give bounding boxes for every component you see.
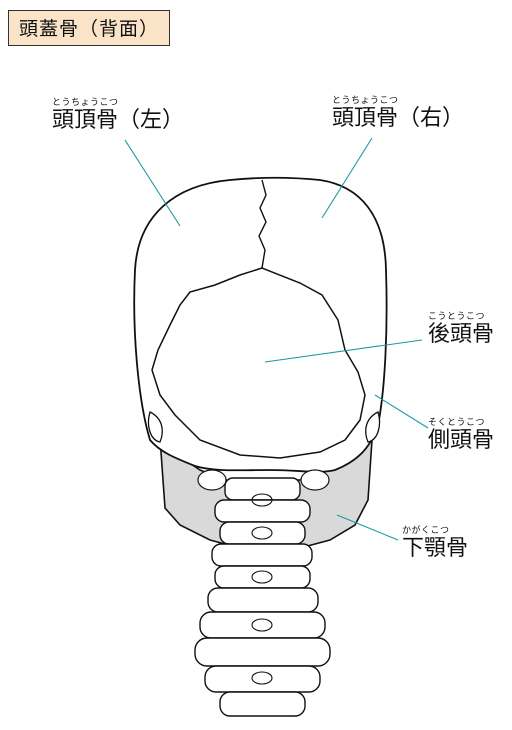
reading-temporal: そくとうこつ <box>428 418 486 428</box>
sagittal-suture <box>258 179 267 269</box>
name-parietal-right: 頭頂骨（右） <box>332 106 465 131</box>
temporal-left <box>147 411 163 443</box>
reading-parietal-right: とうちょうこつ <box>332 96 399 106</box>
occipital-bone <box>151 267 366 459</box>
label-parietal-left: とうちょうこつ 頭頂骨（左） <box>52 98 184 134</box>
name-mandible: 下顎骨 <box>402 536 469 561</box>
spinous-processes <box>251 493 273 685</box>
page-title: 頭蓋骨（背面） <box>8 10 171 46</box>
reading-parietal-left: とうちょうこつ <box>52 98 119 108</box>
reading-mandible: かがくこつ <box>402 526 450 536</box>
atlas-joints <box>197 469 330 491</box>
label-parietal-right: とうちょうこつ 頭頂骨（右） <box>332 96 464 132</box>
reading-occipital: こうとうこつ <box>428 312 486 322</box>
label-occipital: こうとうこつ 後頭骨 <box>428 312 494 348</box>
name-occipital: 後頭骨 <box>428 322 495 347</box>
label-temporal: そくとうこつ 側頭骨 <box>428 418 494 454</box>
name-temporal: 側頭骨 <box>428 428 495 453</box>
cervical-spine <box>194 477 331 717</box>
name-parietal-left: 頭頂骨（左） <box>52 108 185 133</box>
leader-lines <box>124 137 429 541</box>
temporal-right <box>365 411 381 443</box>
label-mandible: かがくこつ 下顎骨 <box>402 526 468 562</box>
